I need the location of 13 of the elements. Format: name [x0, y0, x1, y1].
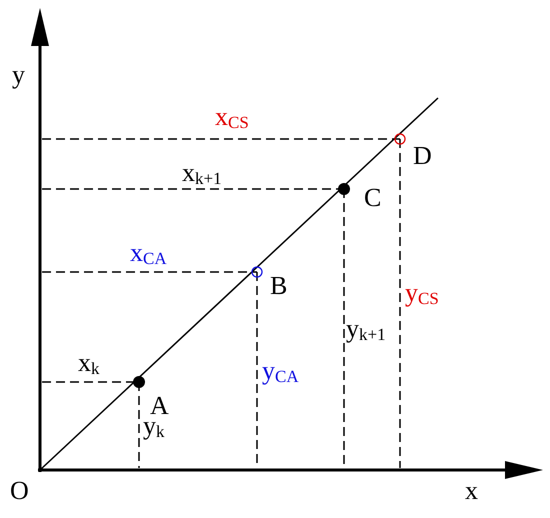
coordinate-label: y$_{CA}$ [262, 358, 299, 385]
coordinate-label: y$_{CS}$ [405, 280, 439, 307]
coordinate-label: y$_{k+1}$ [346, 316, 386, 343]
coordinate-label: x$_{CA}$ [130, 240, 167, 267]
point-label: B [270, 273, 288, 299]
coordinate-label: x$_{k+1}$ [182, 160, 222, 187]
axis-label: y [12, 62, 25, 88]
point-label: C [364, 185, 382, 211]
point-label: D [413, 143, 432, 169]
axis-label: x [465, 478, 478, 504]
coordinate-label: x$_{k}$ [78, 350, 100, 377]
coordinate-label: x$_{CS}$ [215, 104, 249, 131]
origin-label: O [10, 478, 29, 504]
